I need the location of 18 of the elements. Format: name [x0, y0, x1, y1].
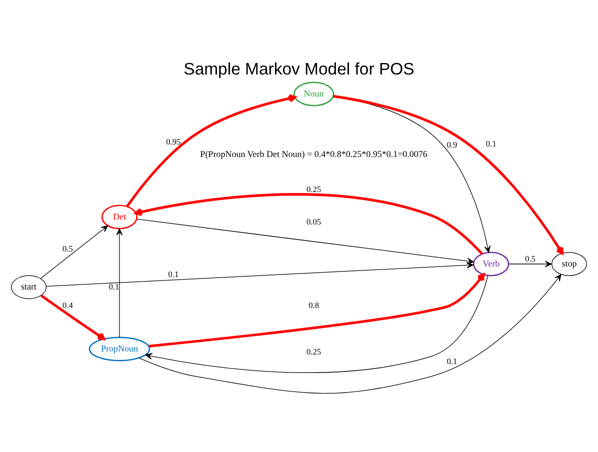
arrow	[46, 262, 474, 287]
node-ellipse: stop	[552, 252, 587, 276]
label: P(PropNoun Verb Det Noun) = 0.4*0.8*0.25*0.95*0.1=0.0076	[200, 148, 428, 159]
arrow	[148, 273, 485, 348]
node-ellipse: PropNoun	[88, 336, 150, 362]
node-ellipse: Det	[101, 204, 138, 230]
arrow	[40, 294, 106, 340]
node-ellipse: Noun	[293, 82, 334, 106]
arrow	[134, 193, 484, 255]
diagram-title: Sample Markov Model for POS	[184, 60, 414, 79]
node-ellipse: start	[11, 275, 46, 300]
arrow	[138, 274, 562, 394]
arrow	[145, 275, 488, 373]
arrow	[116, 228, 123, 338]
arrow	[40, 225, 108, 279]
node-ellipse: Verb	[473, 252, 510, 276]
arrow	[508, 260, 552, 268]
arrow	[126, 94, 296, 208]
